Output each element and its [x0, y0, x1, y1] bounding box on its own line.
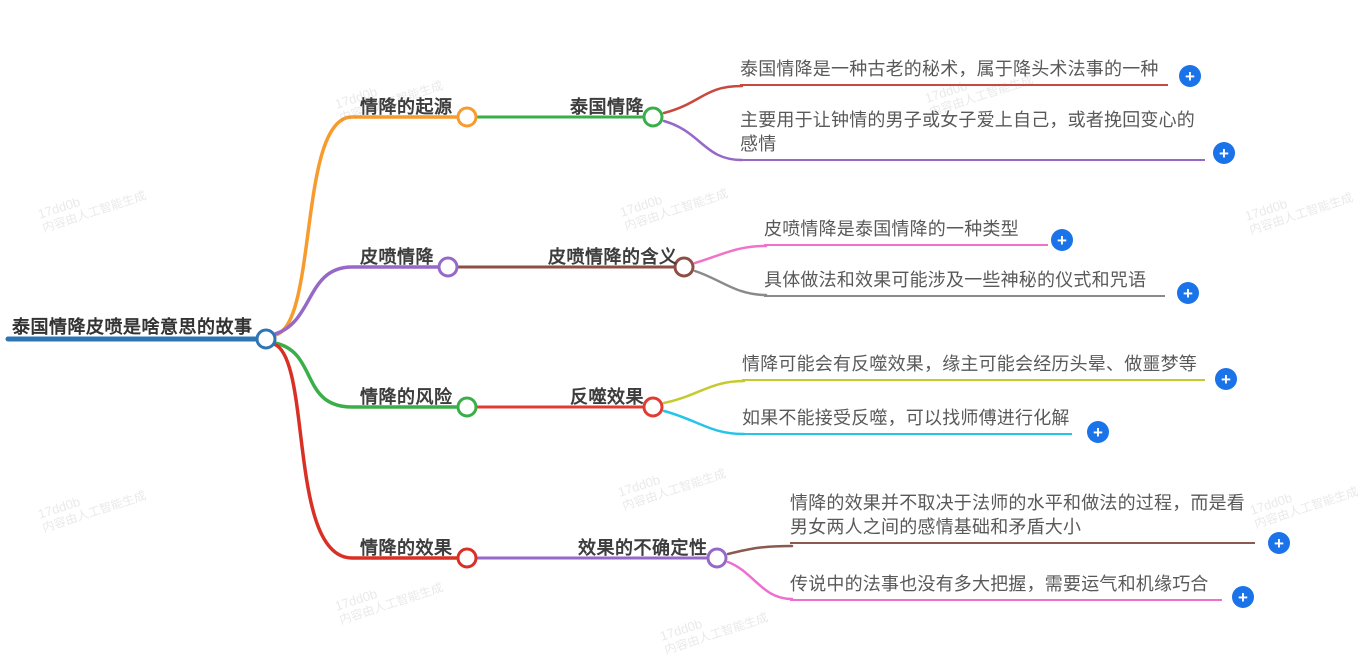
- connector-uncertainty-to-leaf1: [726, 544, 794, 556]
- add-child-icon[interactable]: +: [1215, 368, 1237, 390]
- add-child-icon[interactable]: +: [1268, 532, 1290, 554]
- effect-node-circle[interactable]: [456, 547, 478, 569]
- connector-root-to-origin: [273, 115, 458, 337]
- leaf-backlash-2[interactable]: 如果不能接受反噬，可以找师傅进行化解: [742, 406, 1072, 435]
- connector-thailove-to-leaf1: [662, 84, 744, 115]
- connector-meaning-to-leaf2: [693, 269, 768, 297]
- branch-risk-label[interactable]: 情降的风险: [360, 387, 453, 407]
- leaf-meaning-2[interactable]: 具体做法和效果可能涉及一些神秘的仪式和咒语: [764, 268, 1165, 297]
- root-node-circle[interactable]: [255, 328, 277, 350]
- leaf-thailove-2[interactable]: 主要用于让钟情的男子或女子爱上自己，或者挽回变心的感情: [740, 108, 1205, 161]
- mindmap-canvas: 泰国情降皮喷是啥意思的故事 情降的起源 泰国情降 皮喷情降 皮喷情降的含义 情降…: [5, 57, 1360, 657]
- add-child-icon[interactable]: +: [1179, 65, 1201, 87]
- node-meaning-label[interactable]: 皮喷情降的含义: [548, 247, 678, 267]
- add-child-icon[interactable]: +: [1213, 142, 1235, 164]
- leaf-meaning-1[interactable]: 皮喷情降是泰国情降的一种类型: [764, 217, 1048, 246]
- add-child-icon[interactable]: +: [1177, 282, 1199, 304]
- branch-pipen-label[interactable]: 皮喷情降: [360, 247, 434, 267]
- root-node-label[interactable]: 泰国情降皮喷是啥意思的故事: [12, 317, 253, 337]
- add-child-icon[interactable]: +: [1232, 586, 1254, 608]
- leaf-backlash-1[interactable]: 情降可能会有反噬效果，缘主可能会经历头晕、做噩梦等: [742, 352, 1205, 381]
- connector-meaning-to-leaf1: [693, 244, 768, 265]
- node-thailove-label[interactable]: 泰国情降: [570, 97, 644, 117]
- leaf-uncertainty-1[interactable]: 情降的效果并不取决于法师的水平和做法的过程，而是看男女两人之间的感情基础和矛盾大…: [790, 491, 1255, 544]
- connector-backlash-to-leaf2: [662, 409, 746, 436]
- node-uncertainty-label[interactable]: 效果的不确定性: [578, 538, 708, 558]
- meaning-node-circle[interactable]: [673, 256, 695, 278]
- connector-root-to-risk: [273, 341, 458, 409]
- connector-thailove-to-leaf2: [662, 119, 744, 162]
- node-backlash-label[interactable]: 反噬效果: [570, 387, 644, 407]
- pipen-node-circle[interactable]: [437, 256, 459, 278]
- backlash-node-circle[interactable]: [642, 396, 664, 418]
- add-child-icon[interactable]: +: [1051, 229, 1073, 251]
- branch-origin-label[interactable]: 情降的起源: [360, 97, 453, 117]
- risk-node-circle[interactable]: [456, 396, 478, 418]
- branch-effect-label[interactable]: 情降的效果: [360, 538, 453, 558]
- leaf-thailove-1[interactable]: 泰国情降是一种古老的秘术，属于降头术法事的一种: [740, 57, 1168, 86]
- add-child-icon[interactable]: +: [1087, 421, 1109, 443]
- connector-uncertainty-to-leaf2: [726, 560, 794, 601]
- thailove-node-circle[interactable]: [642, 106, 664, 128]
- origin-node-circle[interactable]: [456, 106, 478, 128]
- uncertainty-node-circle[interactable]: [706, 547, 728, 569]
- leaf-uncertainty-2[interactable]: 传说中的法事也没有多大把握，需要运气和机缘巧合: [790, 572, 1222, 601]
- connector-root-to-pipen: [273, 265, 439, 336]
- connector-layer: [5, 84, 794, 601]
- connector-backlash-to-leaf1: [662, 379, 746, 405]
- connector-root-to-effect: [272, 342, 458, 560]
